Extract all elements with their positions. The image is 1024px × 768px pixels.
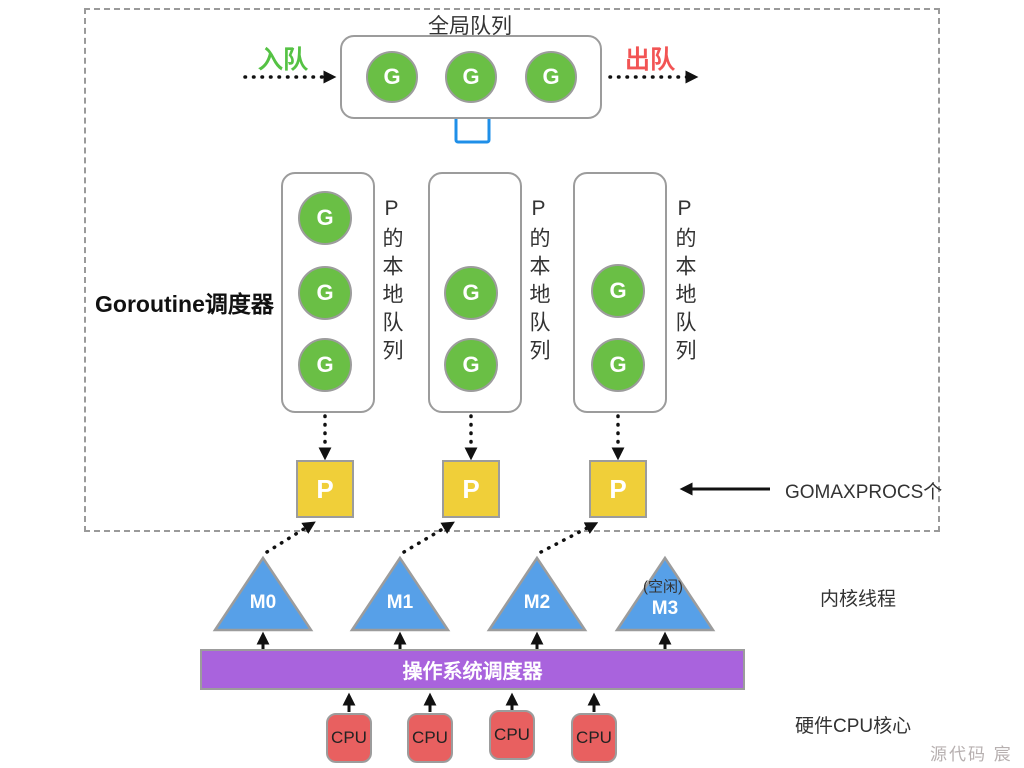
goroutine-scheduler-box — [84, 8, 940, 532]
goroutine-circle: G — [591, 338, 645, 392]
goroutine-circle: G — [366, 51, 418, 103]
scheduler-title: Goroutine调度器 — [95, 291, 274, 317]
cpu-core-2: CPU — [407, 713, 453, 763]
os-scheduler-bar: 操作系统调度器 — [200, 649, 745, 690]
processor-p2: P — [442, 460, 500, 518]
goroutine-circle: G — [591, 264, 645, 318]
goroutine-circle: G — [444, 266, 498, 320]
cpu-core-3: CPU — [489, 710, 535, 760]
watermark: 源代码 宸 — [930, 745, 1013, 764]
thread-m1-label: M1 — [386, 592, 414, 613]
hardware-cpu-label: 硬件CPU核心 — [795, 716, 912, 737]
kernel-threads-label: 内核线程 — [820, 589, 897, 610]
local-queue-2-label: P的本地队列 — [527, 197, 550, 367]
processor-p1: P — [296, 460, 354, 518]
local-queue-1-label: P的本地队列 — [380, 197, 403, 367]
goroutine-circle: G — [445, 51, 497, 103]
goroutine-circle: G — [298, 266, 352, 320]
cpu-core-4: CPU — [571, 713, 617, 763]
goroutine-circle: G — [298, 191, 352, 245]
goroutine-circle: G — [298, 338, 352, 392]
thread-m3-label: M3 — [651, 598, 679, 619]
cpu-core-1: CPU — [326, 713, 372, 763]
goroutine-circle: G — [444, 338, 498, 392]
enqueue-label: 入队 — [258, 46, 309, 74]
goroutine-circle: G — [525, 51, 577, 103]
gomaxprocs-label: GOMAXPROCS个 — [785, 482, 943, 503]
thread-m2-label: M2 — [523, 592, 551, 613]
local-queue-3-label: P的本地队列 — [673, 197, 696, 367]
processor-p3: P — [589, 460, 647, 518]
dequeue-label: 出队 — [625, 46, 676, 74]
thread-m3-idle-note: (空闲) — [643, 578, 683, 596]
thread-m0-label: M0 — [249, 592, 277, 613]
global-queue-title: 全局队列 — [428, 15, 512, 38]
